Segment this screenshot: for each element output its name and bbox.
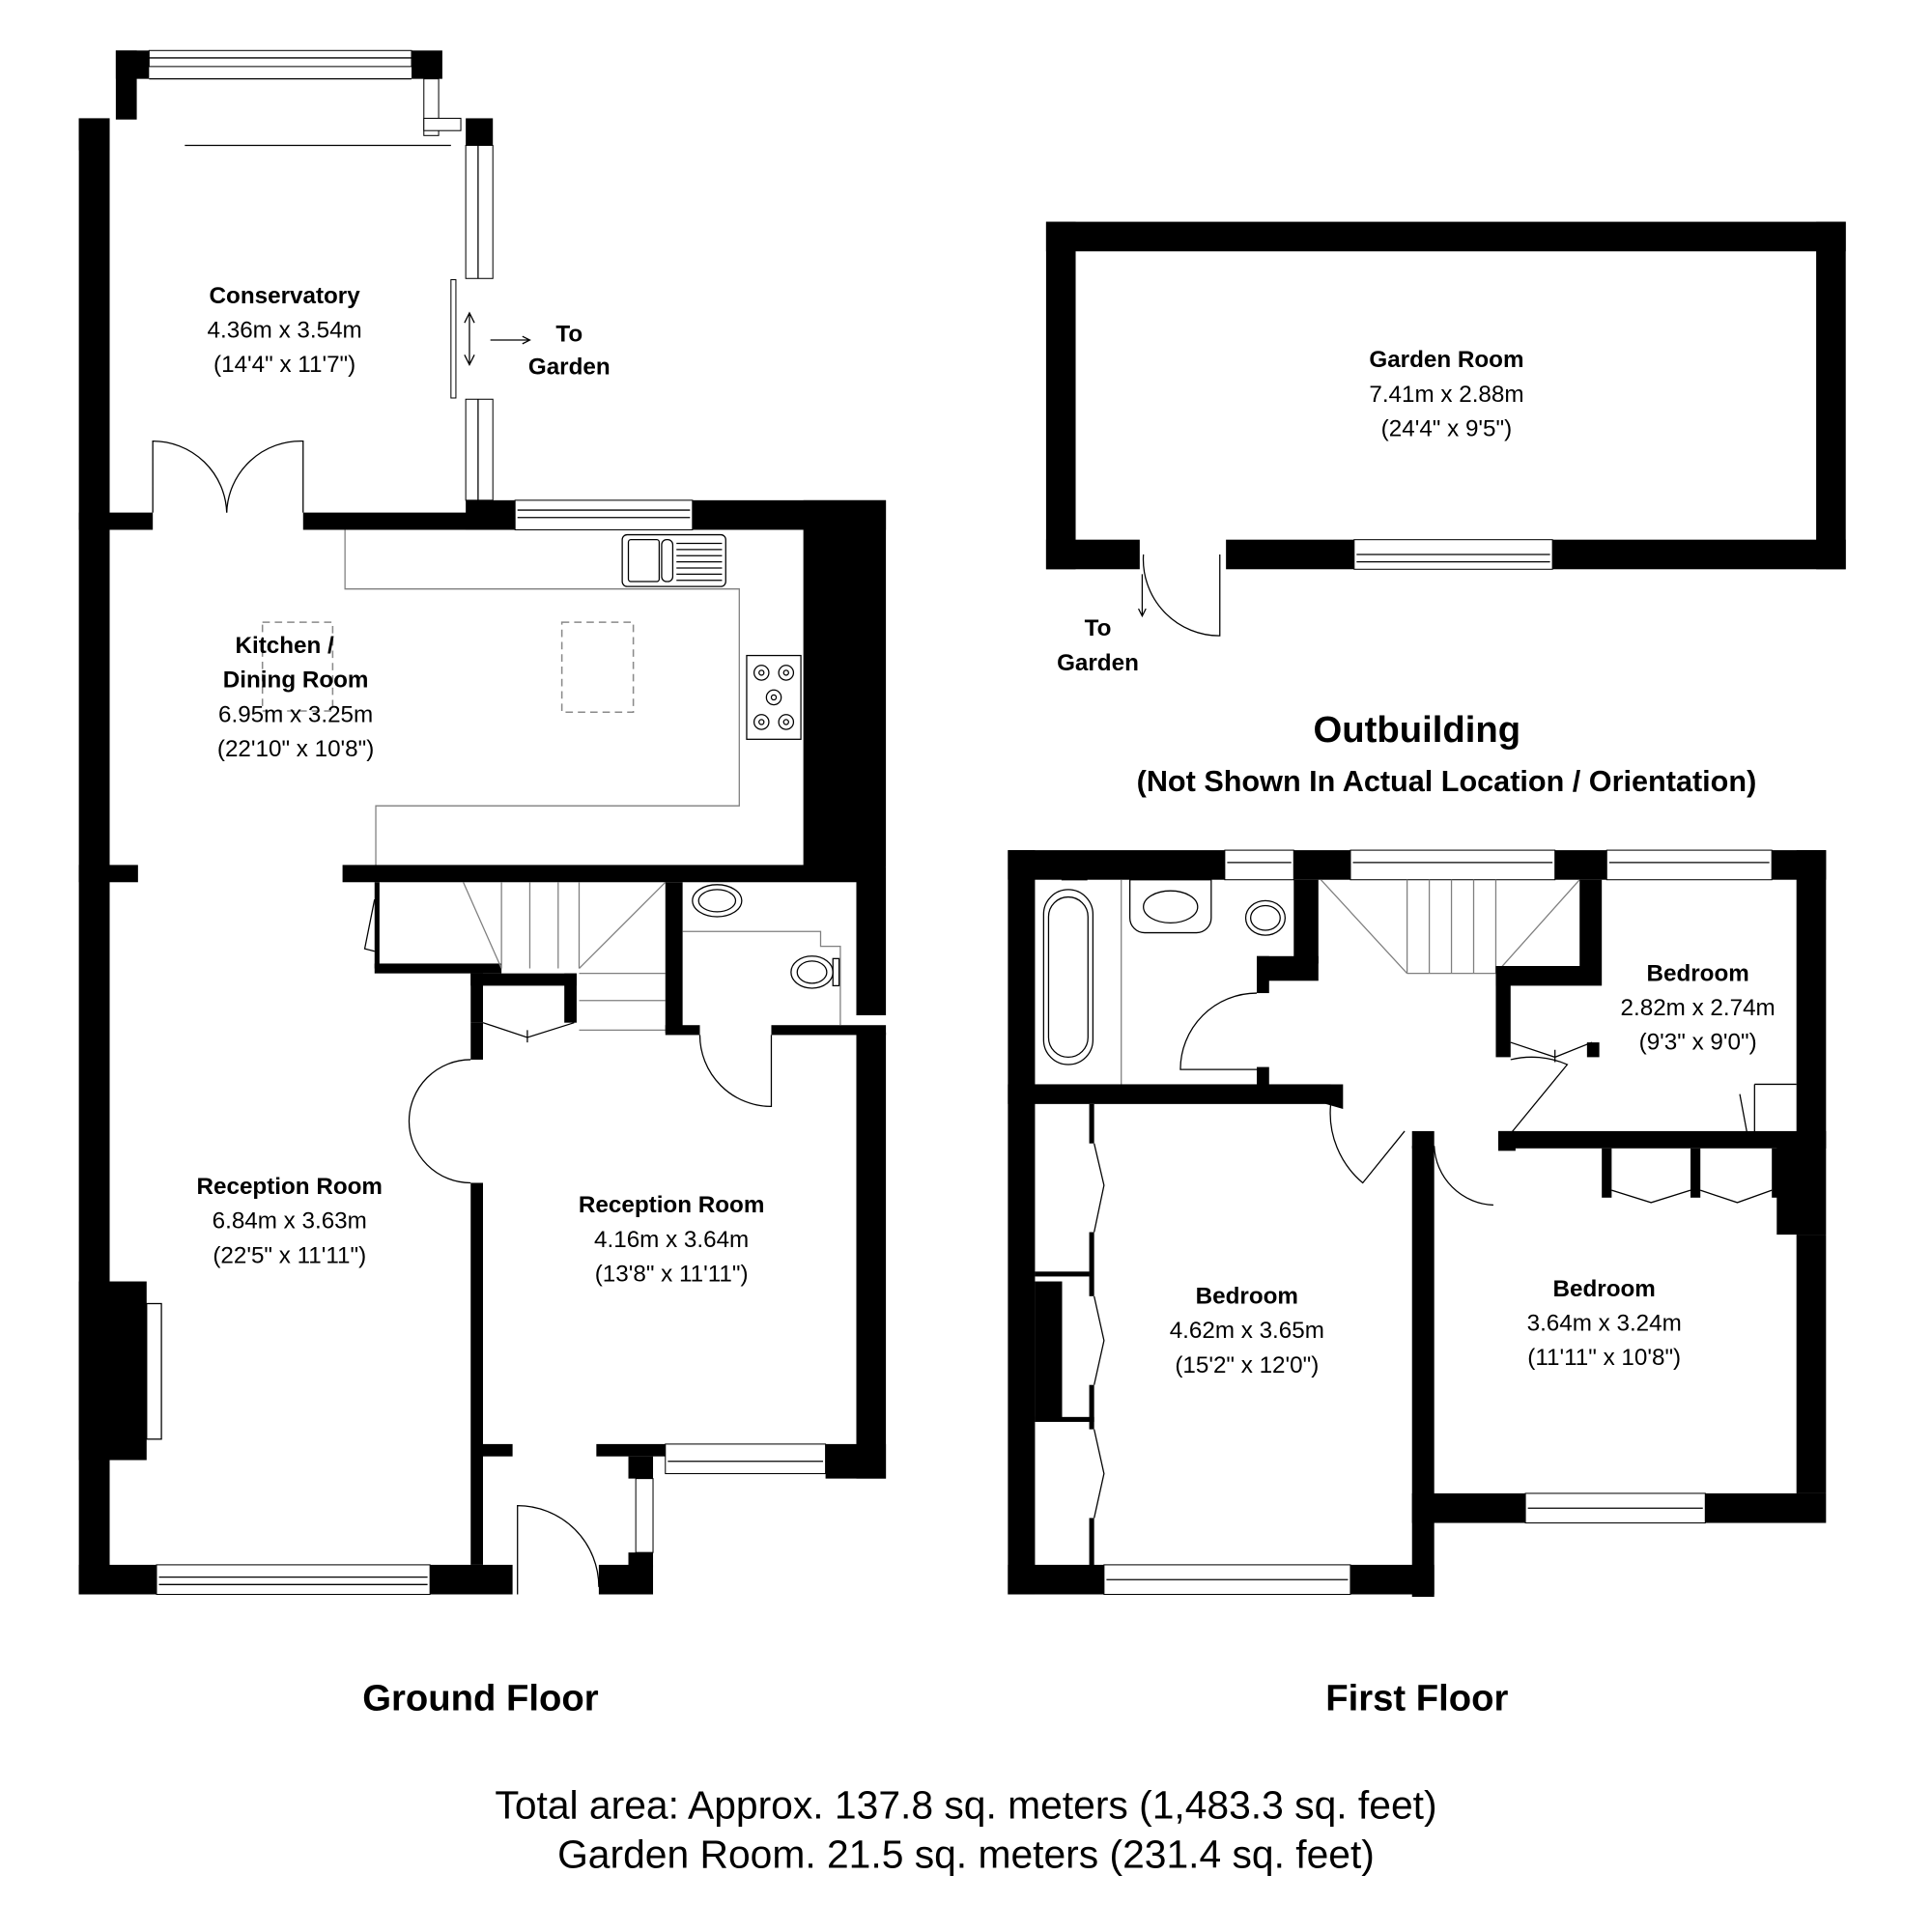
room-dimensions-metric: 6.84m x 3.63m [213,1208,367,1235]
room-dimensions-imperial: (9'3" x 9'0") [1639,1030,1757,1056]
bathroom-basin-icon [1129,879,1212,934]
sink-icon [621,533,726,587]
french-door[interactable] [152,440,228,513]
floor-title: Ground Floor [362,1677,598,1719]
window [665,1443,827,1475]
window [156,1564,431,1596]
first-floor-plan [1008,849,1827,1598]
room-name: Conservatory [210,283,361,309]
room-dimensions-metric: 3.64m x 3.24m [1527,1311,1682,1337]
hob-icon [746,654,802,740]
room-name: Dining Room [223,668,369,694]
room-dimensions-imperial: (13'8" x 11'11") [595,1262,749,1288]
bedroom-door[interactable] [1329,1103,1406,1184]
garden-room-door[interactable] [1142,554,1221,637]
room-dimensions-metric: 6.95m x 3.25m [218,701,373,727]
staircase [1320,879,1580,975]
bedroom-door[interactable] [1434,1146,1493,1207]
exit-label: Garden [528,355,611,381]
total-area: Total area: Approx. 137.8 sq. meters (1,… [495,1783,1436,1828]
hall-double-door[interactable] [408,1059,471,1184]
room-name: Bedroom [1196,1283,1298,1309]
room-name: Garden Room [1369,347,1523,373]
outbuilding-subtitle: (Not Shown In Actual Location / Orientat… [1137,765,1757,798]
arrow-right-icon [490,335,531,345]
room-dimensions-metric: 4.36m x 3.54m [208,317,362,343]
skylight [560,621,635,714]
arrow-down-icon [1138,574,1147,618]
room-dimensions-metric: 4.62m x 3.65m [1170,1318,1324,1344]
room-dimensions-imperial: (22'5" x 11'11") [213,1242,366,1268]
outbuilding-title: Outbuilding [1314,709,1521,751]
garden-room-area: Garden Room. 21.5 sq. meters (231.4 sq. … [557,1833,1375,1877]
front-door[interactable] [517,1505,600,1595]
exit-label: To [1085,615,1112,641]
room-dimensions-metric: 2.82m x 2.74m [1621,995,1776,1021]
bedroom-door[interactable] [1510,1056,1569,1134]
bathroom-door[interactable] [1179,992,1258,1070]
slide-arrow-icon [464,311,475,366]
window [1350,849,1556,881]
ground-floor-plan [78,49,887,1596]
room-dimensions-metric: 4.16m x 3.64m [594,1227,749,1253]
window [1605,849,1773,881]
room-name: Bedroom [1553,1276,1656,1302]
staircase [463,881,667,1031]
outbuilding-plan [1045,221,1846,637]
room-dimensions-metric: 7.41m x 2.88m [1369,382,1523,408]
room-dimensions-imperial: (15'2" x 12'0") [1175,1352,1319,1378]
bath-icon [1042,889,1094,1065]
window [514,499,694,530]
exit-label: Garden [1057,650,1139,676]
floor-title: First Floor [1325,1677,1508,1719]
room-name: Kitchen / [236,633,335,659]
room-dimensions-imperial: (24'4" x 9'5") [1381,416,1513,442]
window [1224,849,1294,881]
wc-basin-icon [692,884,743,918]
skylight [261,621,334,712]
room-dimensions-imperial: (22'10" x 10'8") [217,736,374,762]
room-dimensions-imperial: (11'11" x 10'8") [1527,1345,1681,1371]
sliding-door[interactable] [450,279,457,399]
room-name: Bedroom [1646,960,1748,986]
room-name: Reception Room [197,1174,383,1200]
wc-door[interactable] [698,1035,773,1108]
toilet-icon [1244,899,1286,936]
room-name: Reception Room [579,1192,764,1218]
exit-label: To [555,321,582,347]
toilet-icon [790,955,840,989]
window [465,145,494,279]
room-dimensions-imperial: (14'4" x 11'7") [213,352,355,378]
